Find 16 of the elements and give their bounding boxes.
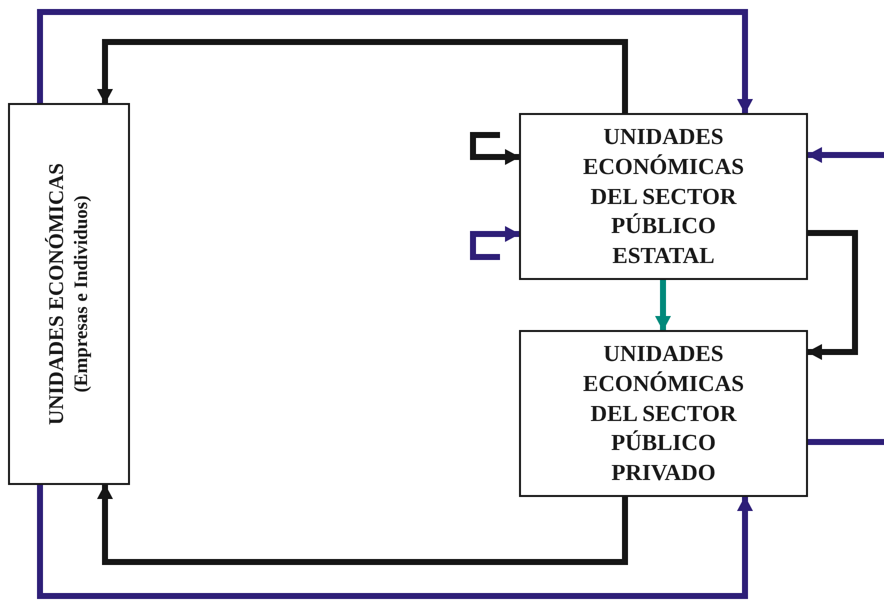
node-title: UNIDADES ECONÓMICAS DEL SECTOR PÚBLICO ESTATAL <box>582 122 745 270</box>
process-box <box>8 103 130 485</box>
arrow <box>807 147 884 163</box>
arrow <box>655 280 671 331</box>
arrow <box>470 226 520 260</box>
arrow <box>470 132 520 165</box>
process-box <box>519 330 808 497</box>
arrow <box>37 9 753 114</box>
subtitle-text: (Empresas e Individuos) <box>70 195 94 393</box>
process-box <box>519 113 808 280</box>
arrow <box>97 484 628 565</box>
arrow <box>807 230 858 360</box>
node-title: UNIDADES ECONÓMICAS <box>43 163 70 425</box>
arrow <box>37 485 753 599</box>
arrow <box>97 39 628 113</box>
node-title: UNIDADES ECONÓMICAS DEL SECTOR PÚBLICO PRIVADO <box>582 340 745 488</box>
